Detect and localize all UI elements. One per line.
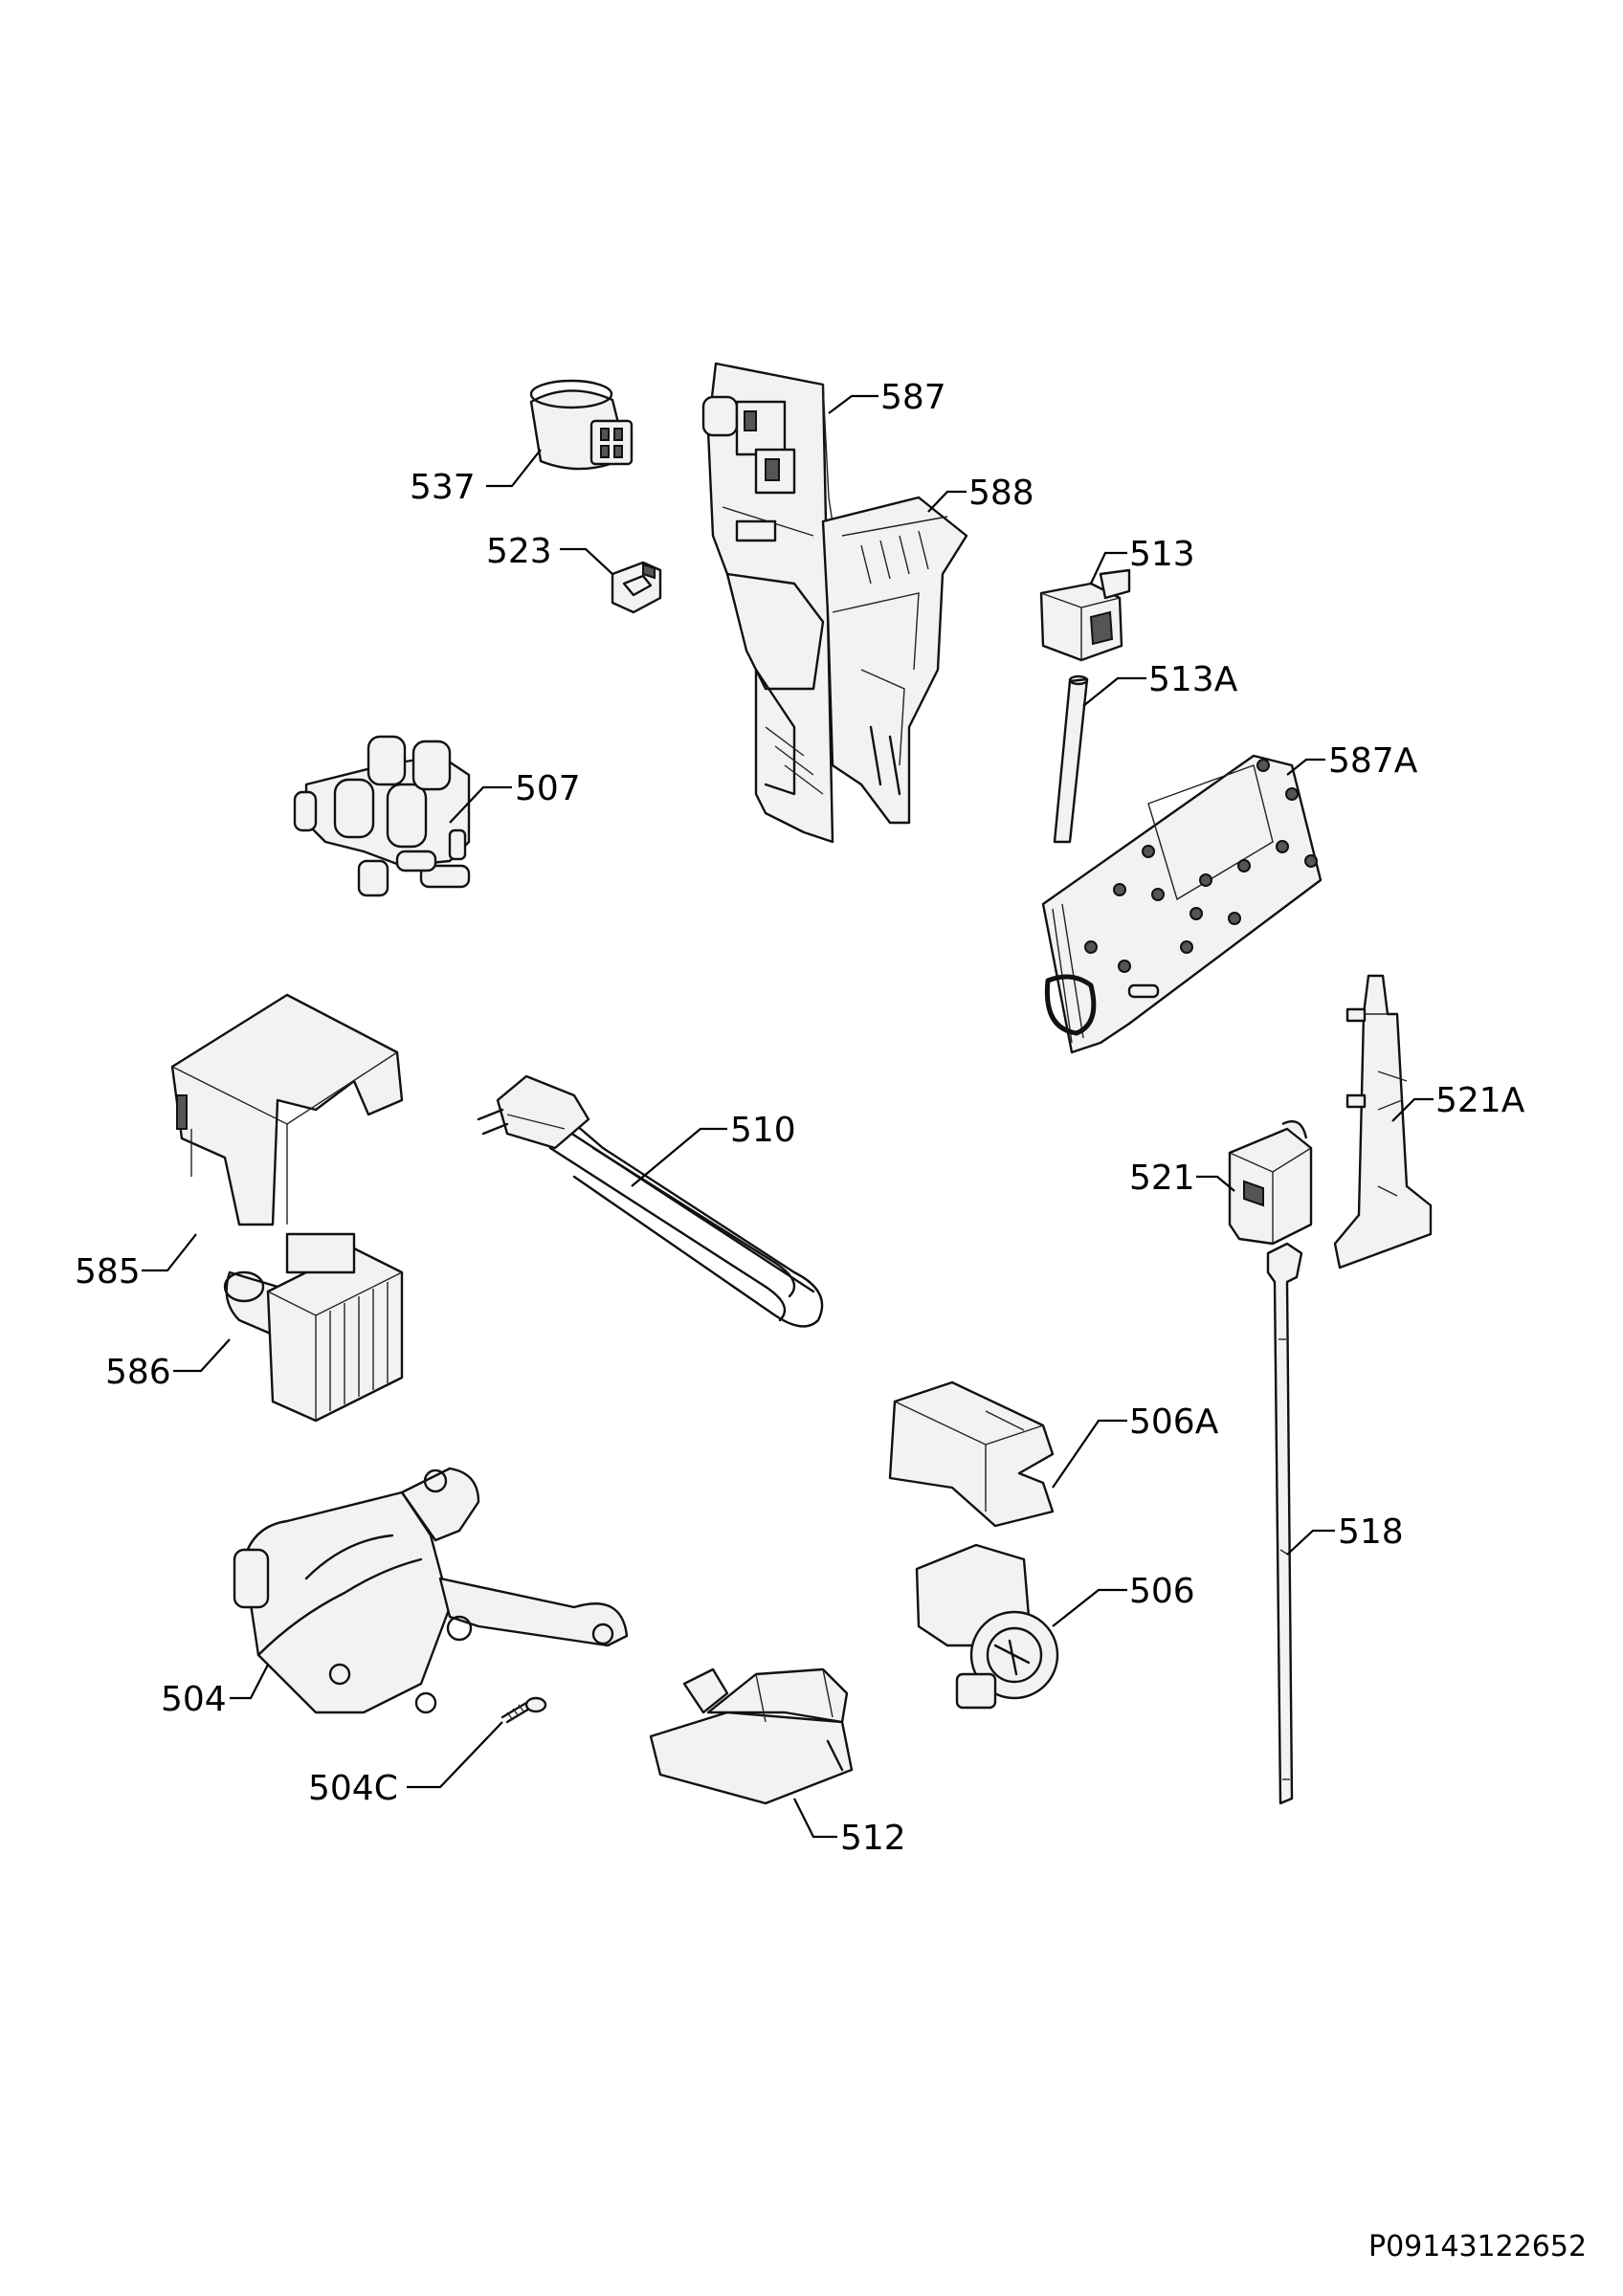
leader-586 (173, 1338, 231, 1373)
part-521A-bracket (1333, 974, 1433, 1269)
part-587-control-board (701, 362, 835, 844)
leader-504C (407, 1721, 503, 1789)
part-513-switch (1039, 568, 1131, 662)
leader-507 (449, 785, 512, 824)
part-518-cable (1266, 1242, 1303, 1805)
label-585: 585 (75, 1252, 141, 1292)
label-523: 523 (486, 532, 552, 571)
part-585-cover (170, 993, 404, 1226)
label-588: 588 (968, 474, 1034, 513)
label-537: 537 (410, 468, 476, 507)
label-513: 513 (1129, 535, 1195, 574)
leader-513A (1082, 676, 1146, 707)
part-504-motor (233, 1467, 629, 1714)
label-513A: 513A (1148, 660, 1238, 699)
leader-512 (793, 1798, 837, 1839)
leader-506A (1052, 1419, 1127, 1489)
leader-537 (486, 449, 542, 488)
leader-510 (631, 1127, 727, 1187)
part-513A-rod (1053, 674, 1089, 844)
leader-504 (230, 1664, 269, 1700)
leader-587A (1286, 758, 1325, 776)
part-512-filter-housing (649, 1667, 854, 1805)
label-518: 518 (1338, 1512, 1404, 1552)
part-507-inlet-valve (293, 735, 471, 897)
label-587: 587 (880, 378, 946, 417)
part-588-board-housing (821, 496, 968, 825)
part-586-motor-control (223, 1232, 404, 1423)
label-521A: 521A (1435, 1081, 1525, 1120)
part-506A-pump-cover (888, 1380, 1055, 1528)
document-id: P09143122652 (1368, 2230, 1587, 2263)
label-506A: 506A (1129, 1402, 1219, 1442)
leader-585 (142, 1233, 197, 1272)
leader-588 (927, 490, 967, 513)
leader-518 (1286, 1529, 1335, 1556)
part-504C-screw (500, 1696, 547, 1724)
label-506: 506 (1129, 1572, 1195, 1611)
label-512: 512 (840, 1819, 906, 1858)
label-504C: 504C (308, 1769, 398, 1808)
label-510: 510 (730, 1111, 796, 1150)
leader-506 (1052, 1588, 1127, 1627)
leader-lines (142, 394, 1434, 1839)
part-521-door-lock (1228, 1119, 1313, 1246)
part-523-clip (611, 561, 662, 614)
leader-513 (1090, 551, 1127, 585)
part-537-capacitor (529, 379, 634, 471)
part-506-drain-pump (915, 1543, 1059, 1710)
label-507: 507 (515, 769, 581, 808)
leader-523 (560, 547, 613, 575)
leader-521 (1196, 1175, 1235, 1192)
leader-587 (828, 394, 878, 414)
part-587A-ui-board (1041, 754, 1323, 1054)
part-labels: 587 588 537 523 513 513A 507 587A 510 52… (75, 378, 1525, 1858)
leader-521A (1391, 1097, 1434, 1122)
label-586: 586 (105, 1353, 171, 1392)
label-504: 504 (161, 1680, 227, 1719)
label-521: 521 (1129, 1159, 1195, 1198)
label-587A: 587A (1328, 741, 1418, 781)
part-510-heating-element (477, 1074, 824, 1328)
